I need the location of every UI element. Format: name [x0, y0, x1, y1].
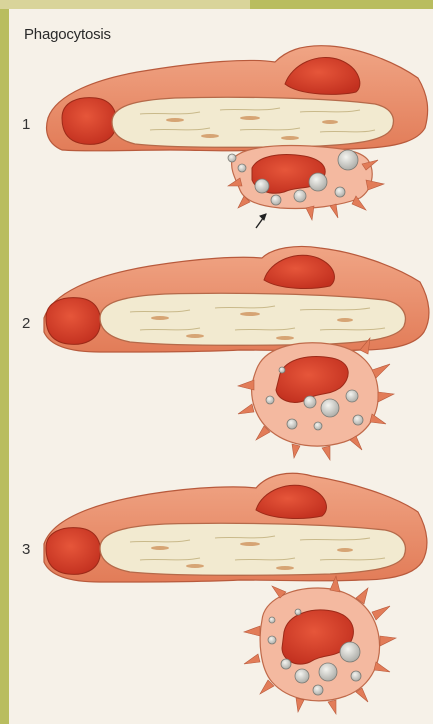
stage-3-drawing [44, 473, 427, 714]
stage-1-vacuole [112, 97, 393, 147]
stage-3-left-nucleus [46, 528, 100, 575]
stage-2-left-nucleus [46, 298, 100, 345]
stage-2-drawing [44, 246, 429, 460]
stage-3-vacuole [100, 523, 405, 575]
stage-1-left-nucleus [62, 98, 116, 145]
stage-2-vacuole [100, 293, 405, 345]
stage-1-drawing [47, 46, 428, 228]
